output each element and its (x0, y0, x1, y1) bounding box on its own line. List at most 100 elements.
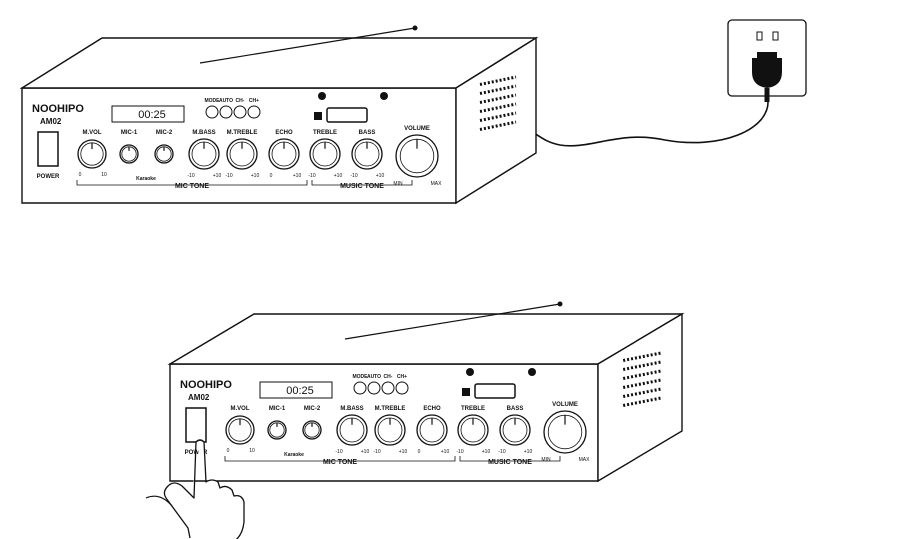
mode-button (205, 105, 219, 119)
top-panel (19, 37, 539, 89)
knob-4 (226, 138, 258, 170)
knob-min: -10 (373, 449, 380, 455)
power-cable (531, 99, 769, 147)
knob-min: -10 (498, 449, 505, 455)
music-tone-label: MUSIC TONE (340, 183, 384, 190)
knob-min: -10 (456, 449, 463, 455)
knob-label: MIC-1 (121, 130, 138, 136)
knob-0 (225, 415, 255, 445)
knob-6 (309, 138, 341, 170)
knob-label: MIC-2 (304, 406, 321, 412)
mic-tone-label: MIC TONE (323, 459, 357, 466)
music-tone-bracket (459, 456, 561, 462)
mode-button (233, 105, 247, 119)
knob-min: -10 (308, 173, 315, 179)
knob-label: VOLUME (552, 402, 578, 408)
knob-4 (374, 414, 406, 446)
knob-min: -10 (335, 449, 342, 455)
knob-label: ECHO (423, 406, 441, 412)
knob-2 (154, 144, 174, 164)
knob-max: +10 (293, 173, 302, 179)
knob-7 (499, 414, 531, 446)
screw-icon (528, 368, 536, 376)
knob-min: 0 (418, 449, 421, 455)
power-label: POWER (37, 174, 60, 180)
knob-max: +10 (361, 449, 370, 455)
knob-3 (336, 414, 368, 446)
knob-8 (543, 410, 587, 454)
knob-label: ECHO (275, 130, 293, 136)
mode-button (247, 105, 261, 119)
top-panel (167, 313, 685, 365)
mode-button-label: CH+ (249, 98, 259, 104)
knob-max: +10 (482, 449, 491, 455)
mode-button-label: CH- (384, 374, 393, 380)
amplifier-unit-bottom: NOOHIPOAM0200:25MODEAUTOCH-CH+POWERM.VOL… (167, 301, 685, 483)
power-switch (37, 131, 59, 167)
knob-min: 0 (79, 172, 82, 178)
mode-button (367, 381, 381, 395)
knob-5 (416, 414, 448, 446)
knob-1 (119, 144, 139, 164)
usb-icon (474, 383, 516, 399)
mode-button-label: CH- (236, 98, 245, 104)
display-time: 00:25 (138, 109, 166, 121)
lcd-display (259, 381, 333, 399)
vent-slot (622, 351, 662, 362)
knob-max: +10 (441, 449, 450, 455)
knob-max: MAX (431, 181, 443, 187)
knob-6 (457, 414, 489, 446)
knob-5 (268, 138, 300, 170)
display-time: 00:25 (286, 385, 314, 397)
brand-logo: NOOHIPO (180, 379, 232, 391)
mic-tone-bracket (76, 180, 308, 186)
vent-slot (622, 378, 662, 389)
music-tone-label: MUSIC TONE (488, 459, 532, 466)
knob-max: +10 (213, 173, 222, 179)
knob-label: MIC-1 (269, 406, 286, 412)
knob-label: M.TREBLE (227, 130, 258, 136)
karaoke-label: Karaoke (136, 176, 156, 182)
mode-button (219, 105, 233, 119)
knob-1 (267, 420, 287, 440)
mode-button-label: AUTO (367, 374, 381, 380)
vent-slot (622, 387, 662, 398)
mode-button-label: MODE (205, 98, 221, 104)
knob-8 (395, 134, 439, 178)
sd-card-icon (462, 388, 470, 396)
knob-max: +10 (251, 173, 260, 179)
knob-7 (351, 138, 383, 170)
knob-0 (77, 139, 107, 169)
screw-icon (380, 92, 388, 100)
knob-min: -10 (350, 173, 357, 179)
usb-icon (326, 107, 368, 123)
screw-icon (466, 368, 474, 376)
power-plug-icon (752, 52, 782, 102)
screw-icon (318, 92, 326, 100)
knob-label: MIC-2 (156, 130, 173, 136)
side-panel (597, 312, 683, 483)
knob-label: M.VOL (231, 406, 250, 412)
sd-card-icon (314, 112, 322, 120)
knob-min: MIN (393, 181, 403, 187)
antenna-icon (199, 27, 416, 64)
antenna-icon (344, 303, 561, 340)
vent-slot (622, 369, 662, 380)
knob-max: MAX (579, 457, 591, 463)
knob-max: 10 (101, 172, 107, 178)
lcd-display (111, 105, 185, 123)
knob-label: BASS (359, 130, 376, 136)
hand-pointer-icon (145, 439, 245, 539)
knob-label: M.BASS (192, 130, 215, 136)
knob-max: 10 (249, 448, 255, 454)
mic-tone-bracket (224, 456, 456, 462)
knob-max: +10 (376, 173, 385, 179)
vent-slot (622, 360, 662, 371)
knob-min: -10 (225, 173, 232, 179)
brand-logo: NOOHIPO (32, 103, 84, 115)
knob-label: TREBLE (313, 130, 337, 136)
knob-label: M.TREBLE (375, 406, 406, 412)
vent-slot (622, 396, 662, 407)
